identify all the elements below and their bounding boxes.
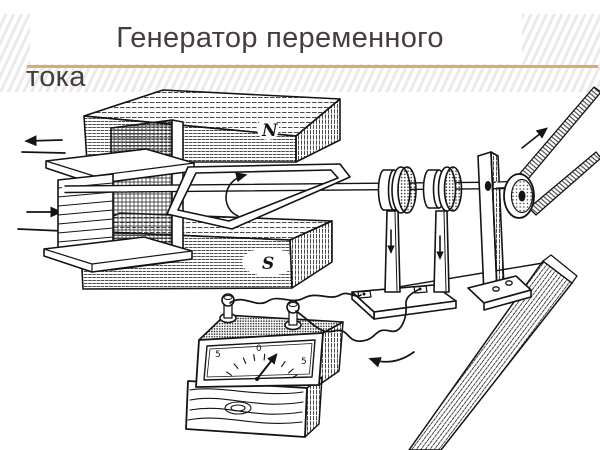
meter-dial (203, 339, 316, 381)
wire-2 (295, 289, 419, 342)
rotation-arrow-icon (225, 172, 248, 217)
brush-base-plate (351, 284, 457, 320)
motion-arrows-left (17, 135, 66, 232)
slip-ring-1 (397, 166, 417, 214)
belt-arrow-icon (521, 127, 549, 149)
drive-belt (515, 86, 600, 216)
bearing-bracket (467, 151, 532, 311)
wood-grain (187, 388, 304, 424)
rotating-loop (166, 163, 351, 230)
title-backdrop (30, 10, 522, 64)
coil (43, 148, 195, 273)
arrow-left-icon (24, 135, 63, 147)
slip-rings (377, 166, 463, 214)
pulley (503, 173, 535, 219)
north-pole-label: N (261, 121, 279, 141)
slide-title-line1: Генератор переменного (116, 22, 444, 54)
slide-title-line2: тока (26, 61, 86, 93)
dial-right-label: 5 (301, 357, 307, 367)
meter-needle (256, 353, 278, 380)
connecting-wires (229, 289, 419, 368)
dial-zero-label: 0 (256, 344, 262, 354)
galvanometer: 0 5 5 (185, 293, 344, 438)
dial-left-label: 5 (215, 350, 221, 360)
title-underline (27, 65, 598, 68)
slip-ring-2 (443, 166, 463, 212)
coil-windings (57, 182, 114, 252)
brush-posts (384, 210, 450, 293)
binding-posts (219, 293, 302, 331)
south-pole-label: S (262, 254, 274, 274)
current-direction-arrow-icon (368, 351, 415, 368)
wire-1 (229, 292, 362, 305)
